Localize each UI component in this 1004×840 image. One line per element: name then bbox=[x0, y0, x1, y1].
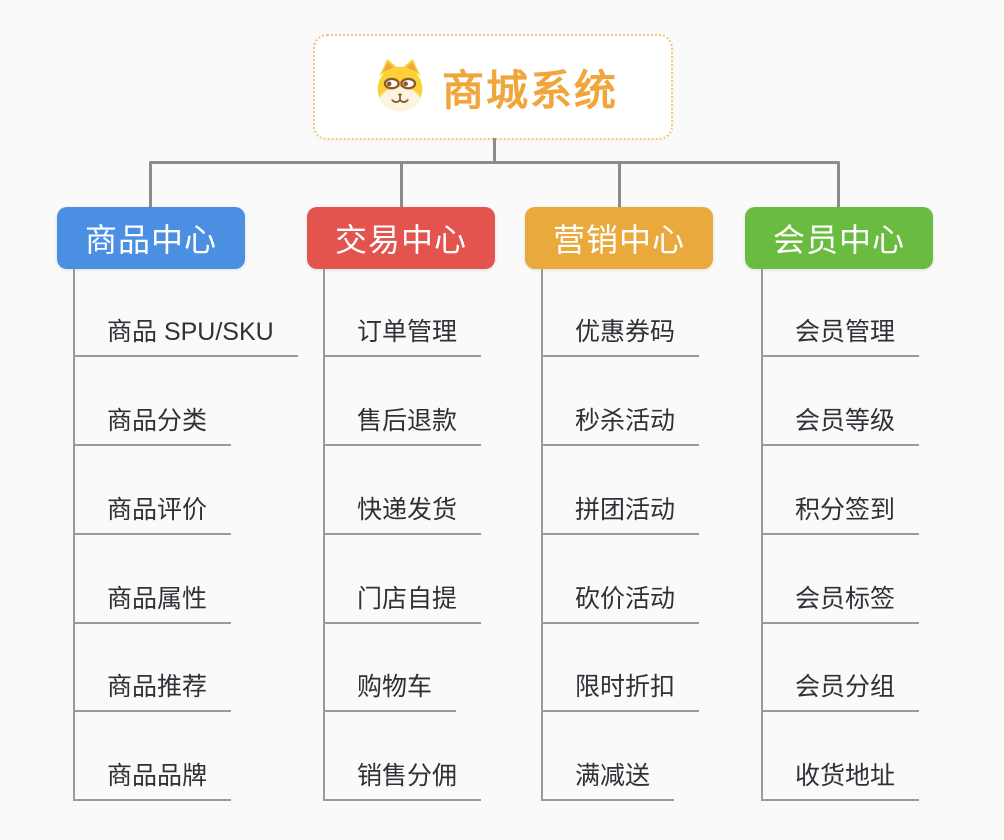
leaf-node[interactable]: 限时折扣 bbox=[541, 672, 700, 712]
branch-node-trade[interactable]: 交易中心 bbox=[307, 207, 495, 269]
leaf-node[interactable]: 会员等级 bbox=[761, 406, 920, 446]
leaf-node[interactable]: 优惠券码 bbox=[541, 317, 700, 357]
leaf-node[interactable]: 商品品牌 bbox=[73, 761, 232, 801]
connector-drop-products bbox=[149, 163, 152, 208]
leaf-node[interactable]: 会员标签 bbox=[761, 584, 920, 624]
leaf-node[interactable]: 积分签到 bbox=[761, 495, 920, 535]
leaf-node[interactable]: 商品评价 bbox=[73, 495, 232, 535]
leaf-node[interactable]: 销售分佣 bbox=[323, 761, 482, 801]
leaf-node[interactable]: 购物车 bbox=[323, 672, 457, 712]
connector-bus bbox=[149, 161, 840, 164]
leaf-node[interactable]: 会员管理 bbox=[761, 317, 920, 357]
connector-drop-trade bbox=[400, 163, 403, 208]
leaf-node[interactable]: 商品分类 bbox=[73, 406, 232, 446]
doge-face-icon bbox=[377, 58, 423, 112]
leaf-node[interactable]: 订单管理 bbox=[323, 317, 482, 357]
branch-node-members[interactable]: 会员中心 bbox=[745, 207, 933, 269]
leaf-node[interactable]: 快递发货 bbox=[323, 495, 482, 535]
leaf-node[interactable]: 收货地址 bbox=[761, 761, 920, 801]
leaf-node[interactable]: 商品属性 bbox=[73, 584, 232, 624]
branch-node-marketing[interactable]: 营销中心 bbox=[525, 207, 713, 269]
leaf-node[interactable]: 秒杀活动 bbox=[541, 406, 700, 446]
branch-label: 交易中心 bbox=[334, 222, 467, 258]
root-title: 商城系统 bbox=[441, 66, 618, 114]
connector-drop-members bbox=[837, 163, 840, 208]
leaf-node[interactable]: 商品推荐 bbox=[73, 672, 232, 712]
leaf-node[interactable]: 售后退款 bbox=[323, 406, 482, 446]
branch-node-products[interactable]: 商品中心 bbox=[57, 207, 245, 269]
branch-label: 商品中心 bbox=[84, 222, 217, 258]
leaf-node[interactable]: 拼团活动 bbox=[541, 495, 700, 535]
root-node[interactable]: 商城系统 bbox=[313, 34, 673, 140]
branch-label: 营销中心 bbox=[552, 222, 685, 258]
leaf-node[interactable]: 砍价活动 bbox=[541, 584, 700, 624]
leaf-node[interactable]: 门店自提 bbox=[323, 584, 482, 624]
leaf-node[interactable]: 满减送 bbox=[541, 761, 675, 801]
connector-root-drop bbox=[493, 138, 496, 163]
leaf-node[interactable]: 会员分组 bbox=[761, 672, 920, 712]
connector-drop-marketing bbox=[618, 163, 621, 208]
leaf-node[interactable]: 商品 SPU/SKU bbox=[73, 317, 298, 357]
branch-label: 会员中心 bbox=[772, 222, 905, 258]
